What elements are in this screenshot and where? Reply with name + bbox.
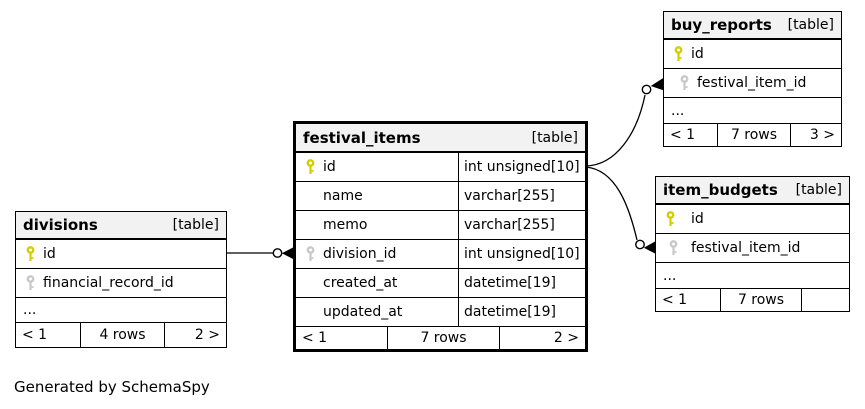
column-name: financial_record_id bbox=[43, 275, 174, 291]
table-name[interactable]: divisions bbox=[23, 216, 98, 234]
more-columns-ellipsis: ... bbox=[656, 263, 849, 289]
relationship-line bbox=[585, 166, 638, 241]
relationship-festival-items-item-budgets bbox=[585, 166, 656, 254]
footer-related-left: < 1 bbox=[22, 327, 48, 343]
primary-key-icon bbox=[671, 46, 685, 62]
column-type: int unsigned[10] bbox=[458, 153, 585, 181]
foreign-key-icon bbox=[677, 75, 691, 91]
relationship-festival-items-buy-reports bbox=[585, 77, 664, 167]
table-festival-items[interactable]: festival_items [table] id int unsigned[1… bbox=[293, 121, 588, 352]
table-name[interactable]: festival_items bbox=[303, 128, 421, 147]
table-name[interactable]: buy_reports bbox=[671, 16, 772, 34]
column-name: name bbox=[323, 188, 363, 204]
cardinality-circle-icon bbox=[635, 239, 645, 250]
foreign-key-icon bbox=[303, 246, 317, 262]
footer-related-right: 2 > bbox=[164, 323, 226, 347]
column-name: id bbox=[43, 246, 56, 262]
table-item-budgets[interactable]: item_budgets [table] id festival_item_id… bbox=[655, 176, 850, 312]
table-name[interactable]: item_budgets bbox=[663, 181, 778, 199]
primary-key-icon bbox=[663, 211, 677, 227]
table-footer: < 1 4 rows 2 > bbox=[16, 323, 226, 347]
primary-key-icon bbox=[23, 246, 37, 262]
table-footer: < 1 7 rows 3 > bbox=[664, 124, 841, 146]
relationship-divisions-festival-items bbox=[227, 247, 294, 260]
column-type: varchar[255] bbox=[458, 211, 585, 239]
column-type: varchar[255] bbox=[458, 182, 585, 210]
column-name: id bbox=[323, 159, 336, 175]
table-header: item_budgets [table] bbox=[656, 177, 849, 205]
foreign-key-icon bbox=[23, 275, 37, 291]
table-row: financial_record_id bbox=[16, 269, 226, 298]
table-row: division_id int unsigned[10] bbox=[296, 240, 585, 269]
footer-related-right: 2 > bbox=[499, 327, 585, 349]
column-name: updated_at bbox=[323, 304, 403, 320]
column-name: festival_item_id bbox=[691, 240, 801, 256]
table-type-tag: [table] bbox=[795, 182, 842, 198]
table-row: festival_item_id bbox=[656, 234, 849, 263]
column-type: datetime[19] bbox=[458, 269, 585, 297]
primary-key-icon bbox=[303, 159, 317, 175]
table-row: festival_item_id bbox=[664, 69, 841, 98]
footer-related-left: < 1 bbox=[670, 127, 696, 143]
table-type-tag: [table] bbox=[531, 129, 578, 146]
column-type: datetime[19] bbox=[458, 298, 585, 326]
footer-row-count: 7 rows bbox=[387, 327, 499, 349]
footer-related-right bbox=[801, 289, 849, 311]
footer-row-count: 7 rows bbox=[717, 124, 790, 146]
relationship-line bbox=[585, 94, 646, 167]
generated-by-note: Generated by SchemaSpy bbox=[14, 378, 210, 396]
footer-related-left: < 1 bbox=[302, 330, 328, 346]
table-row: id bbox=[16, 240, 226, 269]
table-row: updated_at datetime[19] bbox=[296, 298, 585, 327]
table-row: id int unsigned[10] bbox=[296, 153, 585, 182]
column-name: created_at bbox=[323, 275, 398, 291]
footer-row-count: 7 rows bbox=[720, 289, 801, 311]
table-row: memo varchar[255] bbox=[296, 211, 585, 240]
column-type: int unsigned[10] bbox=[458, 240, 585, 268]
footer-related-left: < 1 bbox=[662, 292, 688, 308]
more-columns-ellipsis: ... bbox=[16, 298, 226, 323]
column-name: id bbox=[691, 46, 704, 62]
foreign-key-icon bbox=[666, 240, 680, 256]
table-header: festival_items [table] bbox=[296, 124, 585, 153]
table-row: id bbox=[664, 40, 841, 69]
column-name: division_id bbox=[323, 246, 397, 262]
column-name: festival_item_id bbox=[697, 75, 807, 91]
table-type-tag: [table] bbox=[787, 17, 834, 33]
column-name: memo bbox=[323, 217, 368, 233]
column-name: id bbox=[691, 211, 704, 227]
cardinality-circle-icon bbox=[641, 84, 652, 95]
footer-related-right: 3 > bbox=[790, 124, 841, 146]
table-row: created_at datetime[19] bbox=[296, 269, 585, 298]
table-footer: < 1 7 rows 2 > bbox=[296, 327, 585, 349]
table-row: id bbox=[656, 205, 849, 234]
table-row: name varchar[255] bbox=[296, 182, 585, 211]
table-type-tag: [table] bbox=[172, 217, 219, 233]
table-footer: < 1 7 rows bbox=[656, 289, 849, 311]
table-header: buy_reports [table] bbox=[664, 12, 841, 40]
cardinality-circle-icon bbox=[272, 248, 283, 258]
footer-row-count: 4 rows bbox=[80, 323, 164, 347]
more-columns-ellipsis: ... bbox=[664, 98, 841, 124]
table-buy-reports[interactable]: buy_reports [table] id festival_item_id … bbox=[663, 11, 842, 147]
table-header: divisions [table] bbox=[16, 212, 226, 240]
table-divisions[interactable]: divisions [table] id financial_record_id… bbox=[15, 211, 227, 348]
